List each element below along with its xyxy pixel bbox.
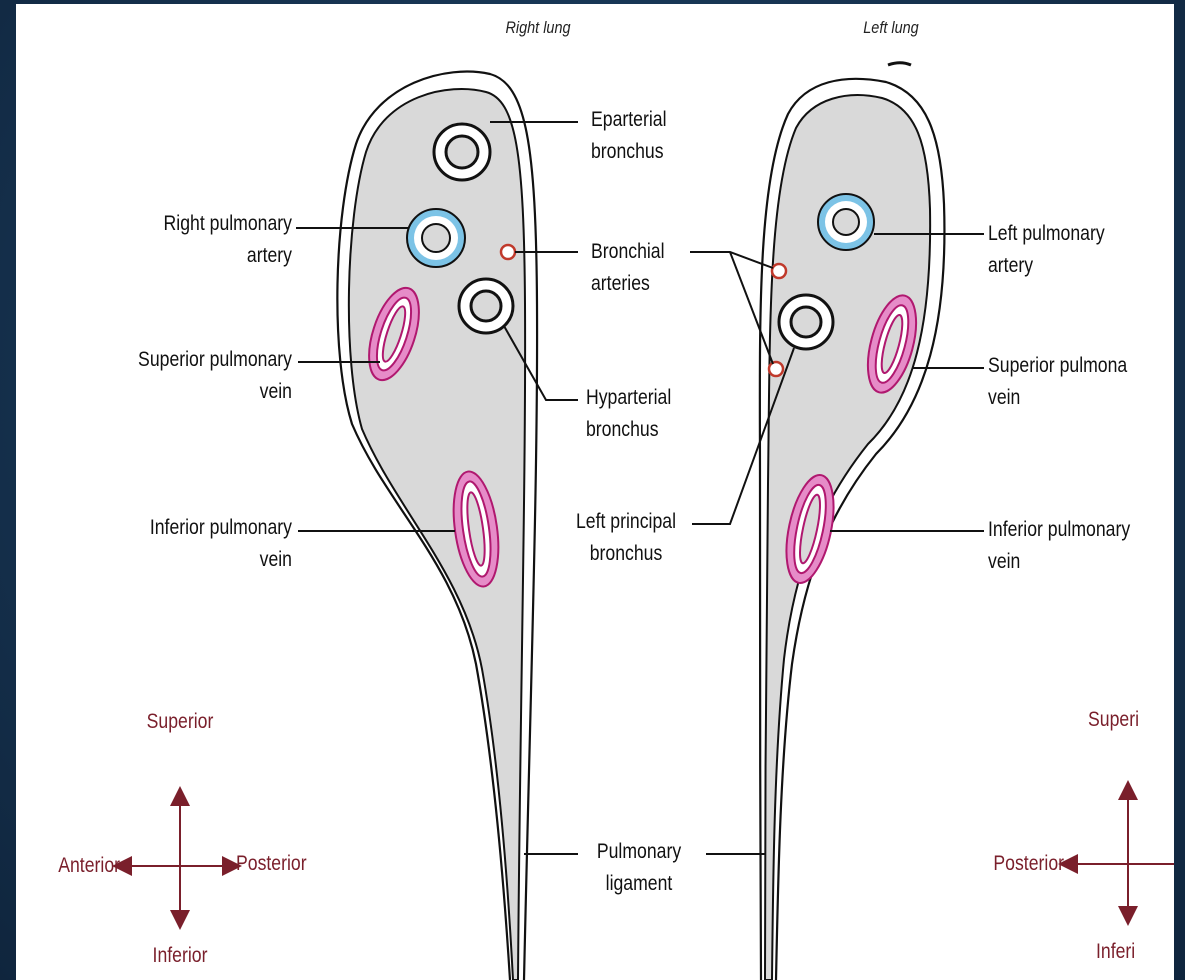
left-pulmonary-artery-ring [818,194,874,250]
orientation-right-superior: Superior [135,706,226,738]
label-pulmonary-ligament: Pulmonary ligament [584,836,693,900]
label-left-pulmonary-artery: Left pulmonary artery [988,218,1105,282]
right-lung-outline [337,72,537,980]
diagram-panel: Right lung Left lung Eparterial bronchus… [16,4,1174,980]
orientation-left-posterior: Posterior [956,848,1064,880]
orientation-right-anterior: Anterior [33,850,120,882]
orientation-cross-right [122,796,232,920]
label-bronchial-arteries: Bronchial arteries [591,236,665,300]
title-dash [888,63,911,65]
orientation-right-inferior: Inferior [135,940,226,972]
right-pulmonary-artery-ring [407,209,465,267]
orientation-right-posterior: Posterior [236,848,307,880]
label-hyparterial-bronchus: Hyparterial bronchus [586,382,671,446]
label-eparterial-bronchus: Eparterial bronchus [591,104,667,168]
orientation-left-superior: Superi [1088,704,1139,736]
right-bronchial-artery-ring [501,245,515,259]
label-superior-pulmonary-vein-left: Superior pulmona vein [988,350,1127,414]
orientation-cross-left [1068,790,1174,916]
left-lung-title: Left lung [861,18,921,38]
label-inferior-pulmonary-vein-right: Inferior pulmonary vein [94,512,292,576]
eparterial-bronchus-ring [434,124,490,180]
hyparterial-bronchus-ring [459,279,513,333]
label-inferior-pulmonary-vein-left: Inferior pulmonary vein [988,514,1130,578]
label-superior-pulmonary-vein-right: Superior pulmonary vein [94,344,292,408]
orientation-left-inferior: Inferi [1096,936,1135,968]
right-lung-title: Right lung [504,18,572,38]
left-principal-bronchus-ring [779,295,833,349]
label-right-pulmonary-artery: Right pulmonary artery [111,208,292,272]
label-left-principal-bronchus: Left principal bronchus [567,506,685,570]
